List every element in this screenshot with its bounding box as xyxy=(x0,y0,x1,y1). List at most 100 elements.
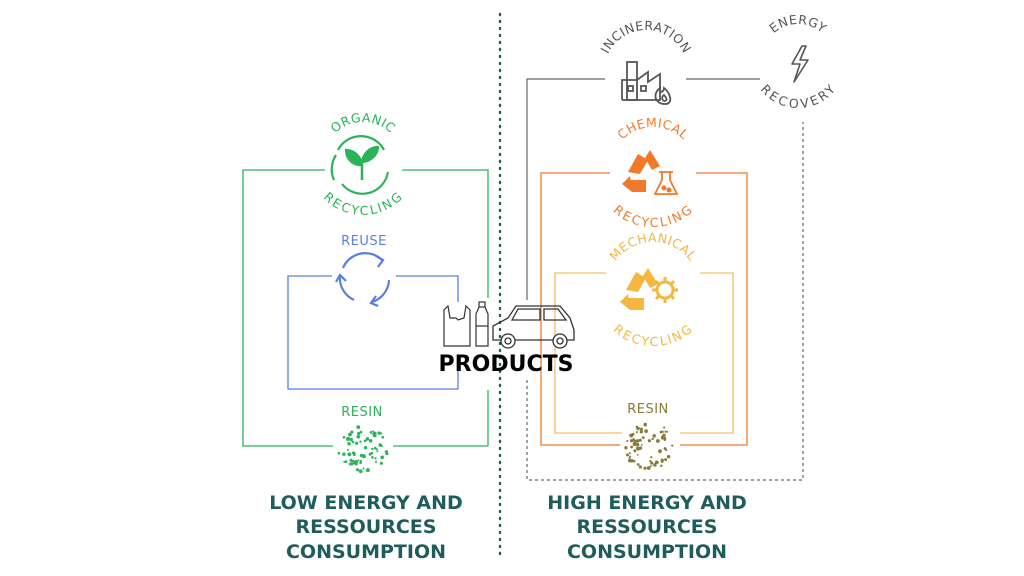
resin-dot xyxy=(376,450,379,453)
reuse-loop xyxy=(287,275,459,390)
lightning-icon xyxy=(791,45,809,83)
resin-dot xyxy=(633,443,637,446)
resin-dot xyxy=(367,469,370,472)
resin-dot xyxy=(636,463,640,466)
resin-dot xyxy=(666,430,669,433)
resin-dot xyxy=(357,431,361,436)
resin-dot xyxy=(372,432,374,435)
svg-text:INCINERATION: INCINERATION xyxy=(597,18,694,56)
resin-dot xyxy=(358,469,363,474)
resin-dot xyxy=(643,466,647,470)
svg-text:CHEMICAL: CHEMICAL xyxy=(614,115,692,142)
resin-dot xyxy=(663,426,666,429)
resin-dot xyxy=(624,446,628,450)
resin-dot xyxy=(652,434,656,438)
svg-text:ORGANIC: ORGANIC xyxy=(328,110,399,136)
chemical-label-bottom: RECYCLING xyxy=(611,202,695,230)
resin-label-left: RESIN xyxy=(341,405,383,420)
resin-dot xyxy=(369,431,373,434)
organic-loop xyxy=(242,169,489,447)
resin-dot xyxy=(650,456,653,459)
resin-dot xyxy=(354,459,359,464)
resin-dot xyxy=(663,438,667,441)
svg-text:ENERGY: ENERGY xyxy=(766,12,829,36)
organic-recycling-node: ORGANIC RECYCLING xyxy=(321,110,405,218)
resin-dot xyxy=(368,452,372,456)
resin-dot xyxy=(372,430,374,432)
right-caption-line-2: RESSOURCES xyxy=(577,516,718,538)
sprout-recycle-icon xyxy=(330,135,390,195)
resin-dot xyxy=(355,441,359,445)
resin-dot xyxy=(671,444,674,447)
resin-dot xyxy=(659,430,663,434)
svg-text:MECHANICAL: MECHANICAL xyxy=(606,230,700,263)
resin-dot xyxy=(350,430,354,434)
resin-dot xyxy=(639,430,643,434)
resin-dot xyxy=(633,439,637,444)
resin-dot xyxy=(379,461,383,465)
resin-dot xyxy=(371,447,374,451)
recycle-gear-icon xyxy=(620,268,678,310)
resin-dot xyxy=(350,462,354,466)
svg-text:RECYCLING: RECYCLING xyxy=(611,321,695,349)
reuse-node: REUSE xyxy=(335,234,391,308)
resin-dot xyxy=(644,429,648,433)
left-caption: LOW ENERGY AND RESSOURCES CONSUMPTION xyxy=(269,492,463,563)
factory-fire-icon xyxy=(621,61,672,105)
svg-text:RECYCLING: RECYCLING xyxy=(611,202,695,230)
resin-dot xyxy=(628,452,631,455)
resin-dot xyxy=(625,453,630,457)
resin-dot xyxy=(635,431,638,434)
resin-dot xyxy=(664,458,668,462)
incineration-node: INCINERATION xyxy=(597,18,694,105)
resin-dots-icon xyxy=(624,422,674,470)
resin-dot xyxy=(368,438,373,443)
resin-dot xyxy=(635,442,640,447)
chemical-recycling-node: CHEMICAL RECYCLING xyxy=(611,115,695,230)
resin-dot xyxy=(349,438,353,442)
resin-dot xyxy=(380,444,383,448)
recycle-flask-icon xyxy=(622,150,679,195)
resin-dot xyxy=(362,467,365,470)
resin-dot xyxy=(356,425,361,430)
resin-dot xyxy=(342,452,346,456)
energy-label-top: ENERGY xyxy=(766,12,829,36)
resin-dot xyxy=(380,432,383,435)
resin-dot xyxy=(633,449,637,453)
resin-dots-icon xyxy=(337,425,389,474)
resin-dot xyxy=(359,440,362,443)
mechanical-loop xyxy=(554,272,734,434)
resin-dot xyxy=(646,466,651,470)
resin-dot xyxy=(663,447,667,451)
resin-dot xyxy=(656,439,660,443)
resin-dot xyxy=(348,432,352,437)
mechanical-recycling-node: MECHANICAL RECYCLING xyxy=(606,230,700,349)
mechanical-label-top: MECHANICAL xyxy=(606,230,699,263)
right-caption-line-3: CONSUMPTION xyxy=(567,541,727,563)
resin-label-right: RESIN xyxy=(627,402,669,417)
resin-dot xyxy=(385,450,389,454)
resin-dot xyxy=(380,455,385,460)
resin-dot xyxy=(647,439,652,443)
bottle-icon xyxy=(475,301,489,347)
plastic-bag-icon xyxy=(443,304,471,347)
resin-dot xyxy=(359,459,362,463)
resin-dot xyxy=(640,444,643,446)
resin-dot xyxy=(356,434,361,439)
resin-dot xyxy=(374,457,377,460)
resin-dot xyxy=(626,439,629,443)
reuse-cycle-icon xyxy=(335,252,391,308)
mechanical-label-bottom: RECYCLING xyxy=(611,321,695,349)
resin-dot xyxy=(351,451,356,455)
resin-dot xyxy=(638,465,642,469)
resin-node-left: RESIN xyxy=(337,405,389,474)
resin-dot xyxy=(650,461,654,465)
resin-dot xyxy=(630,445,633,449)
resin-dot xyxy=(347,452,352,457)
resin-dot xyxy=(651,437,654,441)
resin-dot xyxy=(359,430,363,434)
resin-dot xyxy=(659,449,662,452)
resin-dot xyxy=(381,435,385,439)
resin-dot xyxy=(641,436,645,439)
